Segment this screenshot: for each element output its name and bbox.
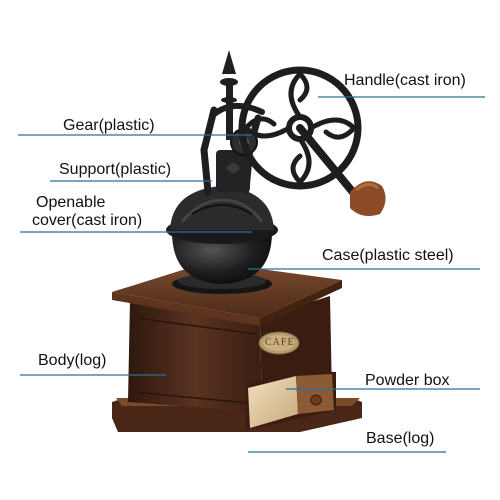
powder-box-drawer <box>246 370 336 430</box>
handle-wheel <box>238 66 362 200</box>
finial <box>220 50 238 140</box>
cafe-badge-text: CAFE <box>265 337 295 348</box>
label-powder-box: Powder box <box>365 372 450 389</box>
label-support: Support(plastic) <box>59 161 172 178</box>
label-cover-line2: cover(cast iron) <box>32 212 143 229</box>
body-top-rim-side <box>260 280 342 326</box>
cafe-badge <box>258 331 300 355</box>
label-handle: Handle(cast iron) <box>344 72 466 89</box>
leader-lines <box>18 96 485 453</box>
body-top-rim <box>112 292 260 326</box>
label-gear: Gear(plastic) <box>63 117 155 134</box>
body-front <box>128 300 262 412</box>
label-base: Base(log) <box>366 430 435 447</box>
case-bowl <box>172 232 272 284</box>
label-body: Body(log) <box>38 352 107 369</box>
cover-dome <box>170 186 274 230</box>
handle-knob <box>350 181 386 216</box>
label-case: Case(plastic steel) <box>322 247 454 264</box>
label-cover-line1: Openable <box>36 194 106 211</box>
